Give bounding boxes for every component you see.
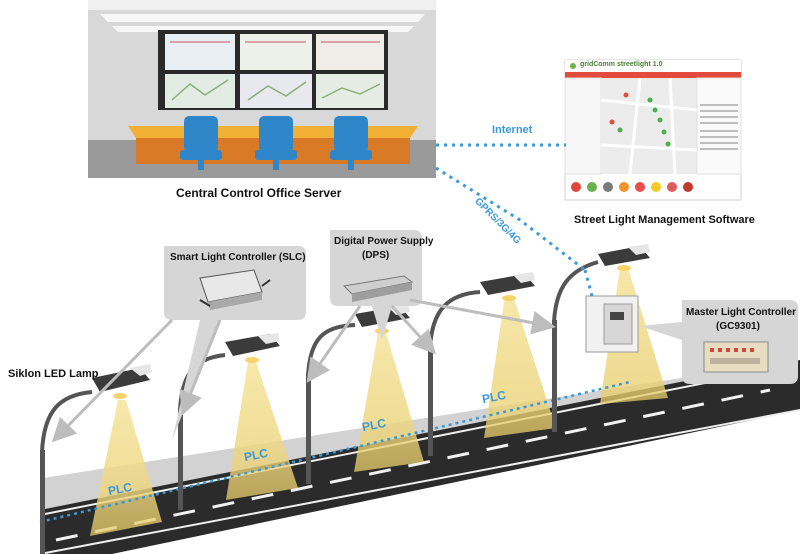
- lamp-head-4: [480, 272, 535, 301]
- component-arrows: [51, 298, 556, 443]
- status-indicators: [571, 182, 693, 192]
- lane-markings: [55, 388, 771, 542]
- lamp-pole-1: [40, 390, 93, 554]
- software-screenshot: [564, 59, 742, 201]
- ceiling-stripes: [88, 0, 436, 32]
- plc-network-line: [39, 380, 631, 524]
- map-area: [600, 77, 698, 175]
- video-wall: [158, 30, 388, 110]
- lamp-label: Siklon LED Lamp: [8, 368, 99, 380]
- dps-title: Digital Power Supply: [334, 236, 434, 247]
- mlc-title: Master Light Controller: [686, 307, 797, 318]
- lamp-head-2: [225, 333, 280, 363]
- software-label: Street Light Management Software: [574, 214, 755, 226]
- operator-chairs: [180, 116, 372, 170]
- slc-label: Smart Light Controller (SLC): [170, 252, 306, 263]
- slc-callout: [164, 246, 306, 440]
- internet-label: Internet: [492, 124, 533, 136]
- lamp-head-5: [598, 244, 650, 271]
- mlc-device: [703, 341, 769, 373]
- dps-abbr: (DPS): [362, 250, 390, 261]
- slc-device: [199, 269, 271, 310]
- control-room-illustration: [88, 0, 436, 178]
- software-brand: gridComm streetlight 1.0: [580, 61, 663, 68]
- server-label: Central Control Office Server: [176, 186, 342, 200]
- mlc-model: (GC9301): [716, 321, 760, 332]
- network-links: [435, 143, 594, 297]
- controller-cabinet: [585, 295, 639, 353]
- dps-device: [342, 275, 414, 302]
